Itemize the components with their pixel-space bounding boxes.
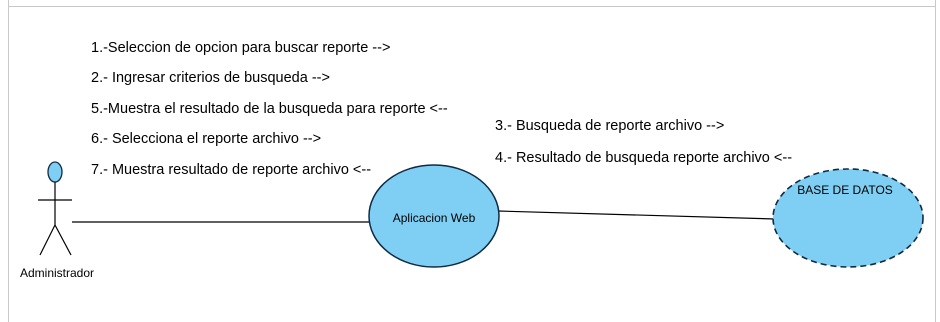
- db-message-3: 3.- Busqueda de reporte archivo -->: [495, 118, 724, 134]
- use-case-base-de-datos[interactable]: BASE DE DATOS: [772, 168, 924, 268]
- actor-message-7: 7.- Muestra resultado de reporte archivo…: [91, 162, 371, 178]
- use-case-aplicacion-web-shape: [368, 164, 500, 268]
- use-case-aplicacion-web[interactable]: Aplicacion Web: [368, 164, 500, 268]
- use-case-base-de-datos-label: BASE DE DATOS: [797, 183, 893, 197]
- actor-right-leg: [54, 224, 72, 256]
- actor-message-1: 1.-Seleccion de opcion para buscar repor…: [91, 40, 390, 56]
- actor-figure[interactable]: [38, 161, 72, 256]
- use-case-aplicacion-web-label: Aplicacion Web: [393, 211, 476, 225]
- actor-left-leg: [39, 224, 56, 256]
- diagram-frame: [8, 0, 936, 322]
- db-message-4: 4.- Resultado de busqueda reporte archiv…: [495, 150, 792, 166]
- diagram-top-border: [8, 6, 936, 7]
- actor-message-2: 2.- Ingresar criterios de busqueda -->: [91, 70, 330, 86]
- app-db-association: [497, 210, 776, 220]
- actor-label: Administrador: [20, 266, 94, 280]
- actor-head: [47, 161, 63, 183]
- use-case-base-de-datos-shape: [772, 168, 924, 268]
- actor-message-5: 5.-Muestra el resultado de la busqueda p…: [91, 101, 448, 117]
- actor-message-6: 6.- Selecciona el reporte archivo -->: [91, 131, 321, 147]
